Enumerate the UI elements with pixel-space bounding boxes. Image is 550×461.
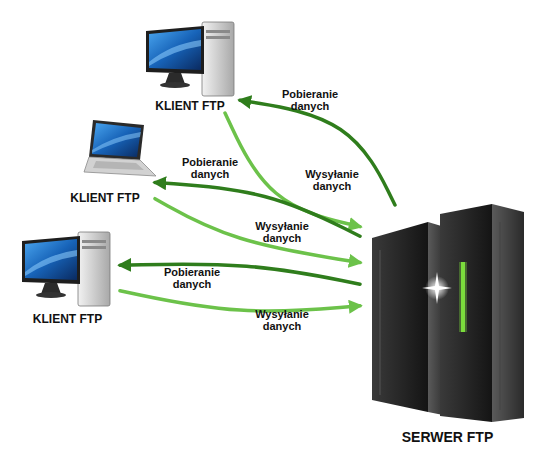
data-flow-arrow [155,199,360,263]
edge-label: Pobieranie danych [274,88,346,112]
data-flow-arrow [240,100,395,205]
client-node: KLIENT FTP [15,228,120,326]
client-node: KLIENT FTP [140,15,240,113]
edge-label: Wysyłanie danych [296,168,368,192]
node-label: SERWER FTP [402,429,494,445]
laptop-icon [84,120,156,176]
node-label: KLIENT FTP [70,191,139,205]
edge-label: Wysyłanie danych [246,220,318,244]
client-node: KLIENT FTP [55,115,155,205]
server-node: SERWER FTP [360,205,535,445]
data-flow-arrow [120,291,360,311]
edge-label: Pobieranie danych [174,156,246,180]
edge-label: Wysyłanie danych [246,308,318,332]
desktop-computer-icon [146,22,234,96]
node-label: KLIENT FTP [155,99,224,113]
data-flow-arrow [120,264,360,284]
edge-label: Pobieranie danych [156,266,228,290]
server-icon [372,204,524,422]
node-label: KLIENT FTP [33,312,102,326]
desktop-computer-icon [22,232,110,306]
